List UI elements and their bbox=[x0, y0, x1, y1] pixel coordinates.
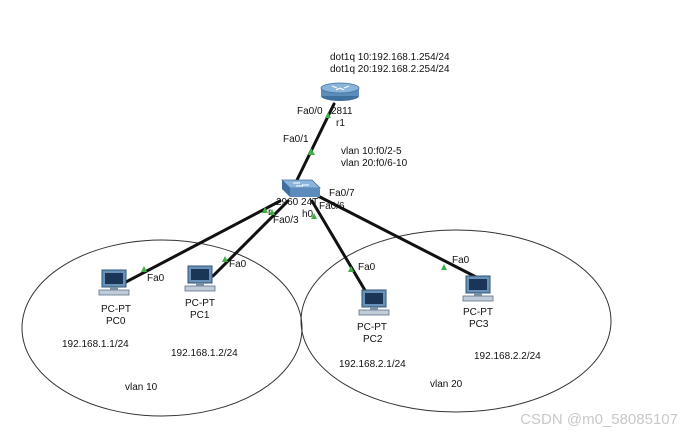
switch-vlan-note-1: vlan 10:f0/2-5 bbox=[341, 146, 402, 157]
link-up-marker bbox=[269, 209, 275, 215]
pc2-port-label: Fa0 bbox=[358, 262, 376, 273]
link-switch-pc0 bbox=[124, 199, 282, 284]
link-up-marker bbox=[222, 256, 228, 262]
switch-vlan-note-2: vlan 20:f0/6-10 bbox=[341, 158, 408, 169]
pc3-icon[interactable] bbox=[462, 275, 494, 302]
link-up-marker bbox=[141, 266, 147, 272]
switch-uplink-port-label: Fa0/1 bbox=[283, 134, 309, 145]
link-switch-pc1 bbox=[211, 199, 290, 278]
switch-icon[interactable] bbox=[281, 179, 321, 197]
pc0-ip-label: 192.168.1.1/24 bbox=[62, 339, 129, 350]
pc0-type-label: PC-PT bbox=[101, 304, 131, 315]
link-switch-pc2 bbox=[310, 199, 368, 294]
pc1-ip-label: 192.168.1.2/24 bbox=[171, 348, 238, 359]
vlan10-zone bbox=[21, 239, 303, 417]
router-subif-2-label: dot1q 20:192.168.2.254/24 bbox=[330, 64, 450, 75]
pc1-port-label: Fa0 bbox=[229, 259, 247, 270]
router-name-label: r1 bbox=[336, 118, 345, 129]
links bbox=[124, 102, 480, 294]
link-switch-pc3 bbox=[316, 194, 480, 280]
router-port-label: Fa0/0 bbox=[297, 106, 323, 117]
pc1-icon[interactable] bbox=[184, 265, 216, 292]
pc2-icon[interactable] bbox=[358, 289, 390, 316]
pc2-ip-label: 192.168.2.1/24 bbox=[339, 359, 406, 370]
switch-port-pc1-label: Fa0/3 bbox=[273, 215, 299, 226]
pc0-port-label: Fa0 bbox=[147, 273, 165, 284]
switch-model-label: 2960 24T bbox=[276, 197, 319, 208]
pc0-name-label: PC0 bbox=[106, 316, 126, 327]
link-up-marker bbox=[325, 112, 331, 118]
pc3-port-label: Fa0 bbox=[452, 255, 470, 266]
switch-hidden-fragment: r bbox=[268, 207, 272, 218]
router-model-label: 2811 bbox=[331, 106, 353, 117]
pc0-icon[interactable] bbox=[98, 269, 130, 296]
link-up-marker bbox=[262, 207, 268, 213]
watermark: CSDN @m0_58085107 bbox=[520, 411, 678, 428]
pc2-type-label: PC-PT bbox=[357, 322, 387, 333]
pc3-name-label: PC3 bbox=[469, 319, 489, 330]
vlan20-zone bbox=[300, 229, 612, 413]
link-up-marker bbox=[348, 266, 354, 272]
vlan20-zone-label: vlan 20 bbox=[430, 379, 463, 390]
pc1-name-label: PC1 bbox=[190, 310, 210, 321]
pc3-type-label: PC-PT bbox=[463, 307, 493, 318]
router-icon[interactable] bbox=[320, 82, 360, 101]
switch-port-pc3-label: Fa0/7 bbox=[329, 188, 355, 199]
link-up-marker bbox=[308, 148, 315, 155]
switch-name-label: h0 bbox=[302, 209, 314, 220]
pc2-name-label: PC2 bbox=[363, 334, 383, 345]
pc1-type-label: PC-PT bbox=[185, 298, 215, 309]
pc3-ip-label: 192.168.2.2/24 bbox=[474, 351, 541, 362]
link-up-marker bbox=[311, 213, 317, 219]
router-subif-1-label: dot1q 10:192.168.1.254/24 bbox=[330, 52, 450, 63]
vlan10-zone-label: vlan 10 bbox=[125, 382, 158, 393]
link-up-marker bbox=[441, 264, 447, 270]
switch-port-pc2-label: Fa0/6 bbox=[319, 201, 345, 212]
